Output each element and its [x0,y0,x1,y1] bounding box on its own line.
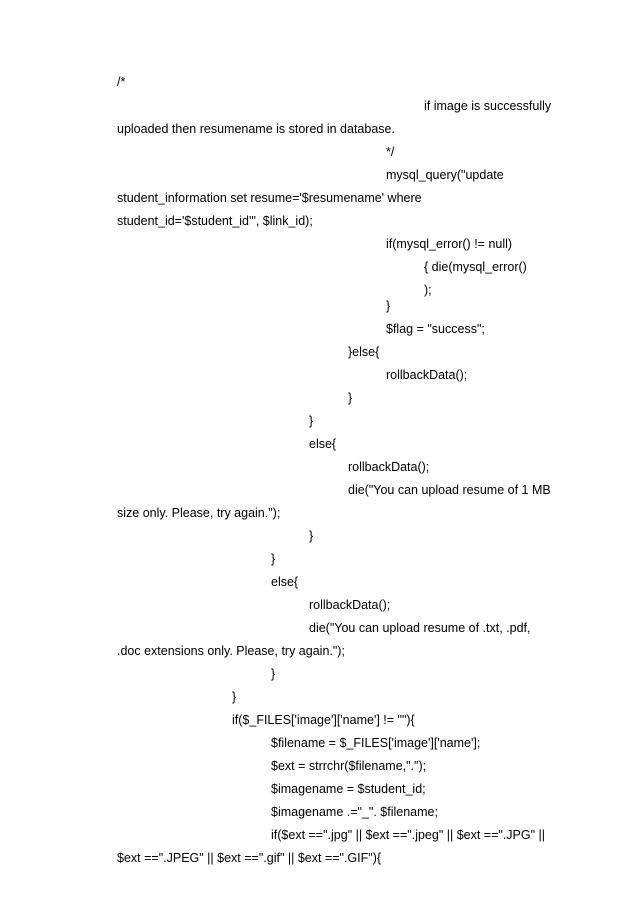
code-line: rollbackData(); [309,598,391,612]
code-line: } [271,552,276,566]
code-line: { die(mysql_error() [424,260,527,274]
code-line: $ext ==".JPEG" || $ext ==".gif" || $ext … [117,851,382,865]
code-line: .doc extensions only. Please, try again.… [117,644,345,658]
code-line: if image is successfully [424,99,552,113]
code-line: } [348,391,353,405]
code-line: $ext = strrchr($filename,"."); [271,759,427,773]
code-line: ); [424,283,432,297]
code-line: } [232,690,237,704]
code-line: student_information set resume='$resumen… [117,191,422,205]
code-line: die("You can upload resume of .txt, .pdf… [309,621,531,635]
code-line: /* [117,75,126,89]
code-line: } [309,529,314,543]
code-line: else{ [271,575,299,589]
code-line: } [271,667,276,681]
code-line: if($_FILES['image']['name'] != ""){ [232,713,415,727]
code-line: $imagename = $student_id; [271,782,426,796]
code-line: }else{ [348,345,380,359]
code-line: rollbackData(); [348,460,430,474]
code-line: size only. Please, try again."); [117,506,281,520]
code-line: } [309,414,314,428]
code-line: $imagename .="_". $filename; [271,805,438,819]
code-line: else{ [309,437,337,451]
code-line: mysql_query("update [386,168,504,182]
code-line: $filename = $_FILES['image']['name']; [271,736,481,750]
code-line: } [386,299,391,313]
code-line: $flag = "success"; [386,322,485,336]
code-line: */ [386,145,395,159]
code-line: uploaded then resumename is stored in da… [117,122,395,136]
code-line: rollbackData(); [386,368,468,382]
code-line: if($ext ==".jpg" || $ext ==".jpeg" || $e… [271,828,546,842]
code-line: student_id='$student_id'", $link_id); [117,214,313,228]
code-line: if(mysql_error() != null) [386,237,513,251]
code-line: die("You can upload resume of 1 MB [348,483,551,497]
